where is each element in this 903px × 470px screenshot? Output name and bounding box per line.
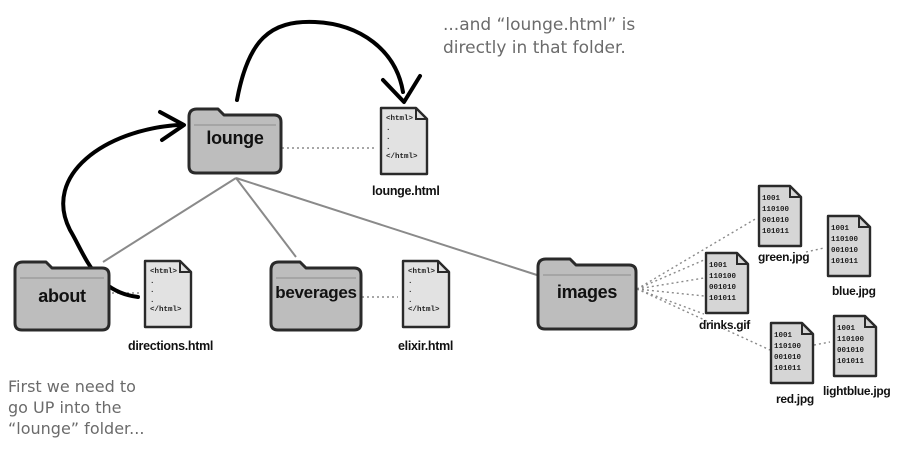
annotation-line: go UP into the xyxy=(8,398,122,417)
folder-icon xyxy=(187,107,283,175)
annotation-lounge-html: ...and “lounge.html” is directly in that… xyxy=(443,14,635,60)
binary-snippet: 1001 110100 001010 101011 xyxy=(762,195,790,236)
folder-lounge: lounge xyxy=(186,103,284,175)
file-lounge-html: <html> . . . </html> xyxy=(378,105,430,177)
image-file-icon xyxy=(832,314,878,378)
file-blue-jpg-label: blue.jpg xyxy=(832,284,876,298)
folder-icon xyxy=(13,260,111,332)
folder-beverages-label: beverages xyxy=(275,283,357,302)
link-blue-jpg xyxy=(805,247,825,253)
folder-icon xyxy=(269,260,363,332)
annotation-line: directly in that folder. xyxy=(443,38,626,58)
image-file-icon xyxy=(757,184,803,248)
html-snippet: <html> . . . </html> xyxy=(150,268,182,314)
image-file-icon xyxy=(769,321,815,385)
binary-snippet: 1001 110100 001010 101011 xyxy=(837,325,865,366)
file-elixir-html: <html> . . . </html> xyxy=(400,258,452,330)
up-arrow-head xyxy=(158,110,186,142)
html-document-icon xyxy=(143,259,193,329)
annotation-line: ...and “lounge.html” is xyxy=(443,15,636,35)
link-drinks-gif-d xyxy=(636,288,705,315)
html-snippet: <html> . . . </html> xyxy=(386,115,418,161)
html-document-icon xyxy=(379,106,429,176)
file-lounge-html-label: lounge.html xyxy=(372,184,440,198)
folder-about-label: about xyxy=(38,286,86,306)
file-directions-html-label: directions.html xyxy=(128,339,214,353)
folder-images: images xyxy=(535,253,639,331)
link-drinks-gif-a xyxy=(636,259,705,290)
branch-lounge-images xyxy=(235,177,541,277)
file-elixir-html-label: elixir.html xyxy=(398,339,454,353)
link-drinks-gif-b xyxy=(636,277,705,290)
folder-images-label: images xyxy=(556,282,618,302)
file-directions-html: <html> . . . </html> xyxy=(142,258,194,330)
image-file-icon xyxy=(704,251,750,315)
down-arrow-head xyxy=(381,74,422,104)
file-drinks-gif-label: drinks.gif xyxy=(699,318,751,332)
branch-lounge-beverages xyxy=(235,177,297,258)
annotation-line: First we need to xyxy=(8,377,136,396)
link-lightblue-jpg xyxy=(813,341,831,346)
image-file-icon xyxy=(826,214,872,278)
folder-beverages: beverages xyxy=(268,256,364,332)
file-green-jpg-label: green.jpg xyxy=(758,250,810,264)
tree-branches xyxy=(102,177,541,277)
annotation-line: “lounge” folder... xyxy=(8,419,145,438)
folder-icon xyxy=(536,257,638,331)
link-drinks-gif-c xyxy=(636,288,705,297)
folder-lounge-label: lounge xyxy=(206,128,264,148)
annotation-go-up: First we need to go UP into the “lounge”… xyxy=(8,376,144,439)
folder-about: about xyxy=(12,256,112,332)
down-arrow-path xyxy=(235,19,405,102)
html-snippet: <html> . . . </html> xyxy=(408,268,440,314)
file-green-jpg: 1001 110100 001010 101011 xyxy=(756,183,804,249)
branch-lounge-about xyxy=(102,177,237,263)
binary-snippet: 1001 110100 001010 101011 xyxy=(831,225,859,266)
link-green-jpg xyxy=(636,217,758,290)
file-drinks-gif: 1001 110100 001010 101011 xyxy=(703,250,751,316)
file-red-jpg-label: red.jpg xyxy=(776,392,814,406)
file-links xyxy=(112,147,831,351)
html-document-icon xyxy=(401,259,451,329)
file-red-jpg: 1001 110100 001010 101011 xyxy=(768,320,816,386)
link-red-jpg xyxy=(636,288,771,351)
file-lightblue-jpg: 1001 110100 001010 101011 xyxy=(831,313,879,379)
file-blue-jpg: 1001 110100 001010 101011 xyxy=(825,213,873,279)
binary-snippet: 1001 110100 001010 101011 xyxy=(774,332,802,373)
file-lightblue-jpg-label: lightblue.jpg xyxy=(823,384,891,398)
binary-snippet: 1001 110100 001010 101011 xyxy=(709,262,737,303)
